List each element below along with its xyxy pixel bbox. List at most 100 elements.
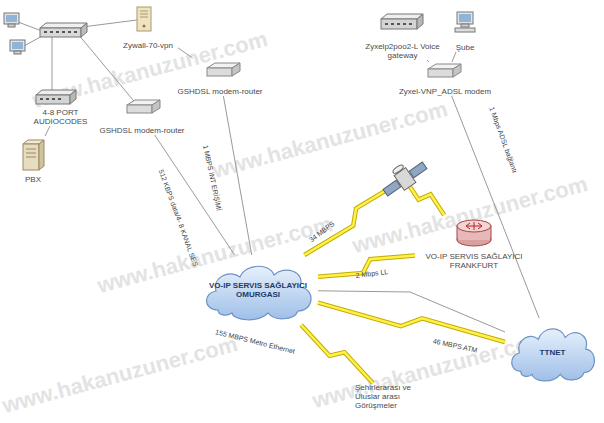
switch-front [40,28,81,37]
modem-router: GSHDSL modem-router [92,97,192,135]
bolt-outline [304,179,444,255]
wireless-link [304,179,444,255]
switch-icon [40,23,87,37]
lan-wire [52,37,53,90]
pc-base [8,24,15,27]
wire-line [427,60,429,62]
pc-icon [455,12,475,32]
switch-side [81,23,87,37]
satellite-dish [392,164,405,175]
pbx-icon [23,140,44,170]
node-label: Zywall-70-vpn [123,41,173,50]
modem-icon [127,100,160,113]
node-label: Şube [456,43,475,52]
bolt-outline [301,325,373,383]
wireless-link [318,303,505,342]
modem-side [232,63,240,76]
pc-screen [6,15,17,22]
pc-keyboard [455,28,475,32]
router-icon [457,220,491,246]
modem-front [428,69,453,77]
node-label: 4-8 PORT AUDIOCODES [28,108,93,126]
switch-top [40,23,87,28]
link-speed-label: 2 Mbps LL [355,268,388,280]
gateway-front [381,19,417,29]
wired-link [427,60,429,62]
pbx-slots [26,149,36,157]
pc-monitor [4,13,19,24]
firewall-device: Zywall-70-vpn [118,4,178,50]
pc-monitor [10,40,25,51]
satellite-icon [377,153,430,200]
pc-screen [459,14,471,22]
call-destination: Şehirlerarası ve Uluslar arası Görüşmele… [355,383,435,419]
voice-gateway: Zyxelp2poo2-L Voice gateway [365,8,440,60]
tower-slots [140,11,148,17]
branch-pc: Şube [445,8,485,52]
gateway-top [36,90,76,95]
watermark: www.hakanuzuner.com [0,331,240,419]
lan-wire [18,22,42,31]
isp-cloud: TTNET [505,318,600,386]
wire-line [45,126,50,136]
firewall-icon [137,7,151,31]
pc-base [14,51,21,54]
cloud-outline [206,266,311,320]
modem-side [453,64,461,77]
node-label: GSHDSL modem-router [177,87,262,96]
pbx-side [39,140,44,170]
solar-panel [409,162,427,178]
wired-link [452,52,456,62]
wired-link [45,126,50,136]
voice-gateway-icon [381,14,423,29]
tower-body [137,7,151,31]
bolt-outline [318,303,505,342]
node-label: TTNET [540,348,566,357]
wired-link [452,96,539,318]
pc-screen [12,42,23,49]
modem-icon [207,63,240,76]
link-speed-label: 34 MBPS [308,220,336,244]
gateway-side [70,90,76,104]
adsl-modem: Zyxel-VNP_ADSL modem [385,62,505,96]
link-speed-label: 46 MBPS ATM [432,337,478,354]
link-speed-label: 1 MBPS INT ERİŞİMİ [201,145,223,212]
link-speed-label: 155 MBPS Metro Ethernet [214,328,295,356]
bolt-fill [301,325,373,383]
wired-link [178,48,193,58]
wire-line [223,96,251,255]
node-label: VO-IP SERVIS SAĞLAYICI OMURGASI [208,281,308,299]
pbx-device: PBX [13,136,53,184]
provider-router: VO-IP SERVIS SAĞLAYICI FRANKFURT [415,215,533,270]
gateway-icon [36,90,76,104]
modem-front [127,105,152,113]
gateway-ports [40,98,61,100]
link-speed-label: 1 Mbps ADSL bağlantı [487,106,518,174]
pc-icon [4,13,19,27]
node-label: Şehirlerarası ve Uluslar arası Görüşmele… [355,383,435,410]
tower-led [143,25,146,28]
solar-panel [383,180,401,196]
wire-line [452,52,456,62]
modem-side [152,100,160,113]
cloud-outline [512,329,595,381]
wired-link [318,291,505,332]
switch-ports [44,31,77,33]
pc-monitor [457,12,473,24]
pbx-front [23,144,39,170]
watermark: www.hakanuzuner.com [310,326,551,414]
pc-icon [10,40,25,54]
link-speed-label: 512 KBPS data/4- 8 KANAL SES [157,168,200,267]
modem-router: GSHDSL modem-router [170,58,270,96]
router-top [457,220,491,232]
node-label: Zyxelp2poo2-L Voice gateway [365,42,440,60]
node-label: PBX [25,175,41,184]
gateway-side [417,14,423,29]
gateway-top [381,14,423,19]
wired-link [223,96,251,255]
wire-line [318,291,505,332]
modem-front [207,68,232,76]
gateway-front [36,95,70,104]
modem-icon [428,64,461,77]
pc-base [461,24,469,27]
